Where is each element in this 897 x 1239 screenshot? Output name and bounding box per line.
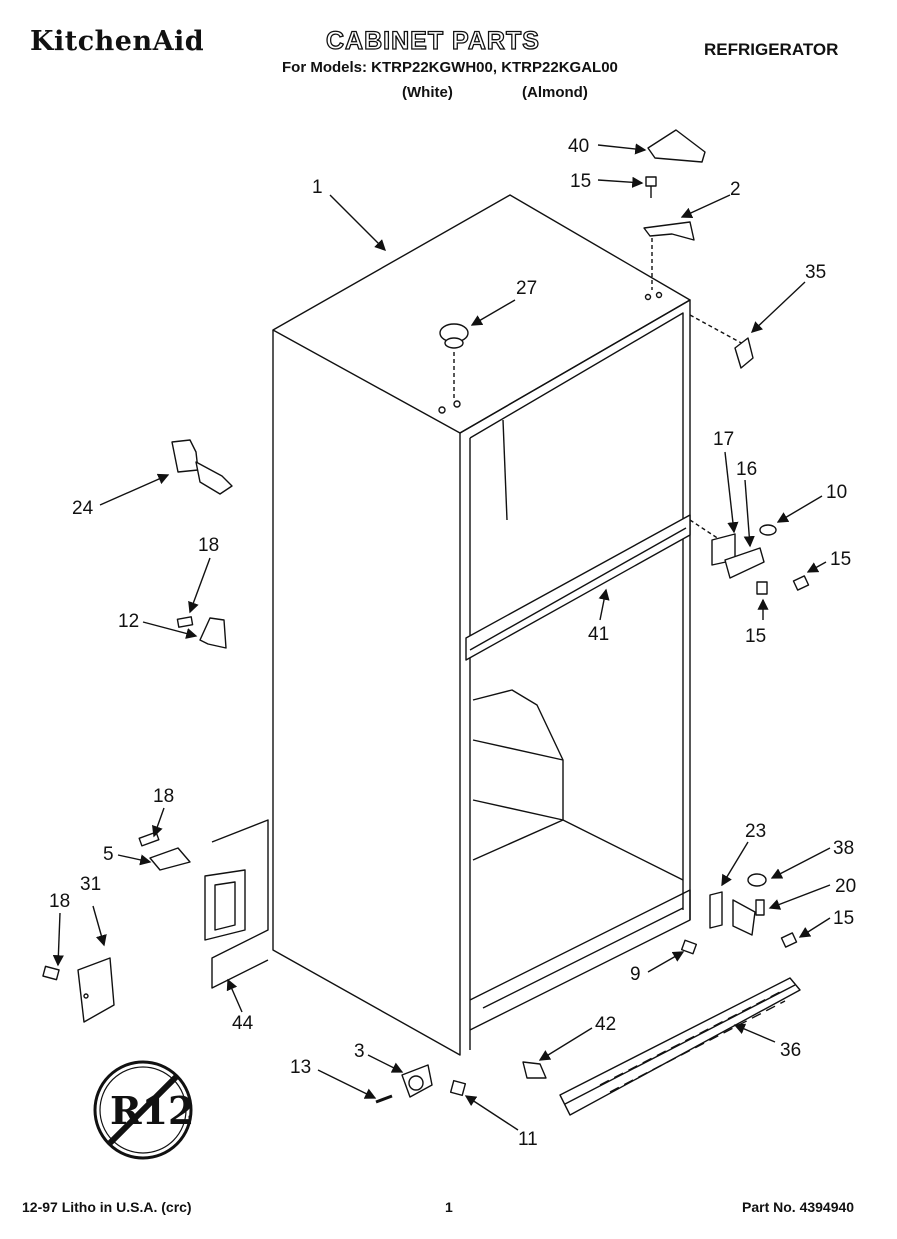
part-13-screw <box>375 1094 393 1104</box>
leader-lines <box>52 143 831 1131</box>
part-17-16-center-hinge <box>711 524 810 595</box>
callout-20: 20 <box>835 876 856 897</box>
callout-31: 31 <box>80 874 101 895</box>
part-24-bumper <box>171 439 233 495</box>
brand-logo: KitchenAid <box>30 26 205 57</box>
footer-page-number: 1 <box>445 1199 453 1215</box>
part-2-top-hinge <box>643 221 695 241</box>
callout-15: 15 <box>830 549 851 570</box>
page-title: CABINET PARTS <box>325 26 540 55</box>
callout-2: 2 <box>730 179 741 200</box>
part-40-hinge-cover <box>647 129 706 163</box>
callout-36: 36 <box>780 1040 801 1061</box>
callout-15: 15 <box>833 908 854 929</box>
callout-10: 10 <box>826 482 847 503</box>
part-27-plug-button <box>439 323 469 349</box>
callout-labels: 40 15 2 1 27 35 24 17 16 10 15 15 41 18 … <box>49 136 856 1150</box>
part-44-rear-bracket <box>204 819 269 989</box>
callout-11: 11 <box>518 1129 538 1150</box>
callout-13: 13 <box>290 1057 311 1078</box>
callout-35: 35 <box>805 262 826 283</box>
appliance-category: REFRIGERATOR <box>704 40 839 59</box>
callout-27: 27 <box>516 278 537 299</box>
footer-print-info: 12-97 Litho in U.S.A. (crc) <box>22 1199 192 1215</box>
callout-23: 23 <box>745 821 766 842</box>
callout-42: 42 <box>595 1014 616 1035</box>
part-23-bottom-hinge <box>709 873 798 948</box>
callout-18: 18 <box>198 535 219 556</box>
part-9-screw <box>680 939 698 955</box>
callout-5: 5 <box>103 844 114 865</box>
callout-3: 3 <box>354 1041 365 1062</box>
callout-17: 17 <box>713 429 734 450</box>
part-12-bracket <box>176 616 227 649</box>
callout-41: 41 <box>588 624 609 645</box>
part-42-clip <box>522 1061 547 1079</box>
variant-white: (White) <box>402 84 453 101</box>
callout-1: 1 <box>312 177 323 198</box>
part-35-cap <box>734 337 754 369</box>
footer-part-number: Part No. 4394940 <box>742 1199 855 1215</box>
part-15-screw-top <box>645 176 657 198</box>
callout-9: 9 <box>630 964 641 985</box>
callout-18: 18 <box>153 786 174 807</box>
part-31-side-cover <box>42 957 115 1023</box>
callout-38: 38 <box>833 838 854 859</box>
callout-24: 24 <box>72 498 94 519</box>
part-5-bracket <box>138 831 191 871</box>
variant-almond: (Almond) <box>522 84 588 101</box>
callout-16: 16 <box>736 459 757 480</box>
cabinet-body <box>272 194 746 1056</box>
models-line: For Models: KTRP22KGWH00, KTRP22KGAL00 <box>282 59 618 76</box>
callout-40: 40 <box>568 136 589 157</box>
callout-15: 15 <box>570 171 591 192</box>
callout-44: 44 <box>232 1013 254 1034</box>
callout-18: 18 <box>49 891 70 912</box>
callout-12: 12 <box>118 611 139 632</box>
callout-15: 15 <box>745 626 766 647</box>
part-3-roller <box>401 1064 433 1098</box>
r12-prohibited-seal: R12 <box>93 1060 194 1160</box>
part-36-toe-grille <box>559 977 801 1116</box>
part-11-screw <box>449 1079 467 1097</box>
